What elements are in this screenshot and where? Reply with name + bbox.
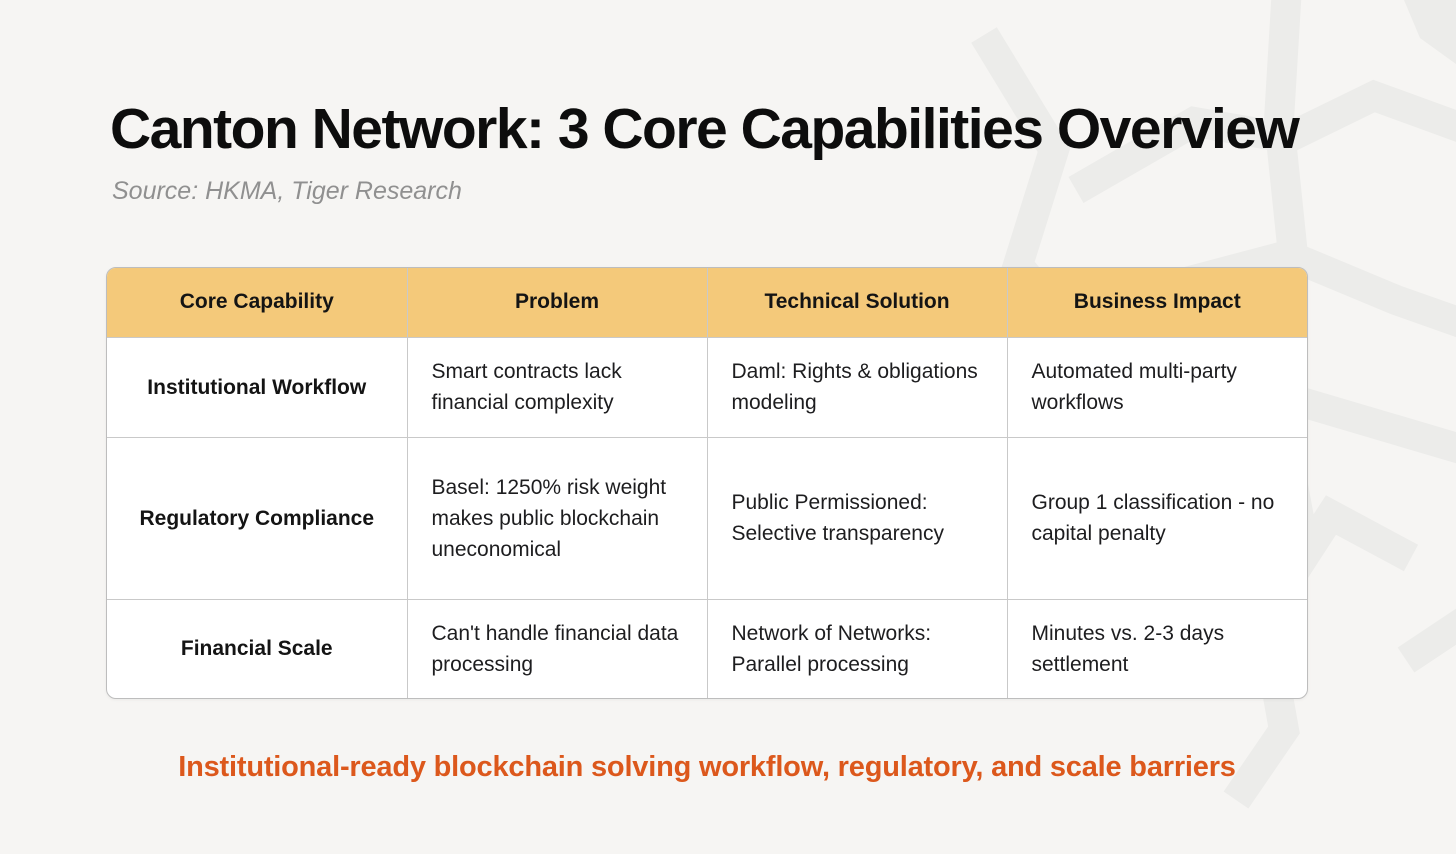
capability-cell: Financial Scale [107,598,407,698]
capabilities-table: Core Capability Problem Technical Soluti… [107,268,1307,698]
page-title: Canton Network: 3 Core Capabilities Over… [110,97,1300,161]
problem-cell: Can't handle financial data processing [406,598,707,698]
solution-cell: Public Permissioned: Selective transpare… [706,436,1007,599]
solution-cell: Network of Networks: Parallel processing [706,598,1007,698]
impact-cell: Minutes vs. 2-3 days settlement [1006,598,1307,698]
column-header-business-impact: Business Impact [1006,268,1307,337]
table-row-financial-scale: Financial Scale Can't handle financial d… [107,598,1307,698]
impact-cell: Automated multi-party workflows [1006,336,1307,437]
column-header-core-capability: Core Capability [107,268,407,337]
table-row-regulatory-compliance: Regulatory Compliance Basel: 1250% risk … [107,436,1307,599]
table-header-row: Core Capability Problem Technical Soluti… [107,268,1307,337]
column-header-technical-solution: Technical Solution [706,268,1007,337]
solution-cell: Daml: Rights & obligations modeling [706,336,1007,437]
column-header-problem: Problem [406,268,707,337]
capability-cell: Institutional Workflow [107,336,407,437]
problem-cell: Basel: 1250% risk weight makes public bl… [406,436,707,599]
capabilities-table-container: Core Capability Problem Technical Soluti… [106,267,1308,699]
footer-tagline: Institutional-ready blockchain solving w… [178,751,1236,783]
capability-cell: Regulatory Compliance [107,436,407,599]
impact-cell: Group 1 classification - no capital pena… [1006,436,1307,599]
source-caption: Source: HKMA, Tiger Research [112,177,462,205]
table-row-institutional-workflow: Institutional Workflow Smart contracts l… [107,336,1307,437]
problem-cell: Smart contracts lack financial complexit… [406,336,707,437]
